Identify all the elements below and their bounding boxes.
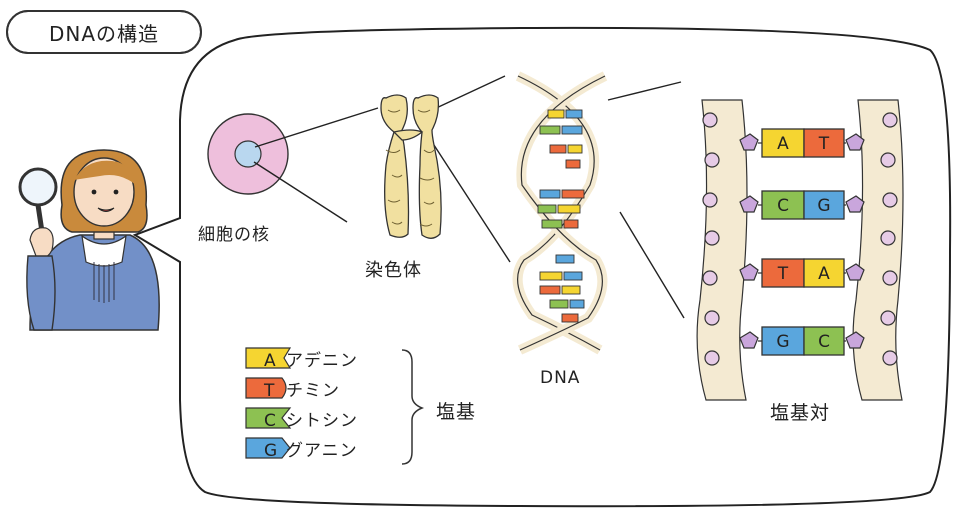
legend-swatch-c <box>245 407 292 429</box>
pair-3-left-block <box>761 258 805 288</box>
pair-3-left-letter: T <box>777 264 789 284</box>
legend-swatch-a <box>245 347 292 369</box>
pair-4-right-block <box>803 326 845 356</box>
legend-item-t: T チミン <box>246 374 340 402</box>
legend-swatch-t <box>245 377 287 399</box>
connector-lines <box>253 75 685 319</box>
dna-helix-illustration <box>512 71 608 355</box>
base-pair-ladder: A T C G T A G C <box>696 99 904 401</box>
legend-name-c: シトシン <box>286 410 358 431</box>
label-base-pair: 塩基対 <box>770 402 831 424</box>
pair-1-right-letter: T <box>818 134 830 154</box>
pair-2-right-letter: G <box>817 196 830 216</box>
legend-letter-c: C <box>264 410 277 431</box>
legend-letter-t: T <box>264 380 276 401</box>
pair-1-right-block <box>803 128 845 158</box>
pair-2-right-block <box>803 190 845 220</box>
legend-swatch-g <box>245 437 291 459</box>
pair-3-right-block <box>803 258 845 288</box>
legend-letter-g: G <box>264 440 279 461</box>
pair-1-left-letter: A <box>777 134 789 154</box>
person-illustration <box>18 149 160 331</box>
pair-4-left-letter: G <box>776 332 789 352</box>
label-dna: DNA <box>540 368 581 388</box>
pair-2-left-letter: C <box>777 196 789 216</box>
legend-name-t: チミン <box>286 380 340 401</box>
label-chromosome: 染色体 <box>365 260 422 281</box>
legend-name-a: アデニン <box>286 350 358 371</box>
pair-1-left-block <box>761 128 805 158</box>
speech-frame <box>132 26 952 508</box>
page-title: DNAの構造 <box>6 10 202 54</box>
label-nucleus: 細胞の核 <box>198 225 270 245</box>
legend-letter-a: A <box>264 350 277 371</box>
legend-item-a: A アデニン <box>246 344 358 372</box>
legend-name-g: グアニン <box>286 440 358 461</box>
base-pair-blocks: A T C G T A G C <box>761 128 845 356</box>
cell-nucleus-illustration <box>207 113 289 195</box>
legend-brace <box>401 349 425 465</box>
pair-3-right-letter: A <box>818 264 830 284</box>
legend-item-c: C シトシン <box>246 404 358 432</box>
pair-4-left-block <box>761 326 805 356</box>
pair-4-right-letter: C <box>818 332 830 352</box>
legend-item-g: G グアニン <box>246 434 358 462</box>
legend-swatches <box>245 347 292 459</box>
legend-group-label: 塩基 <box>436 401 477 423</box>
chromosome-illustration <box>380 94 442 239</box>
